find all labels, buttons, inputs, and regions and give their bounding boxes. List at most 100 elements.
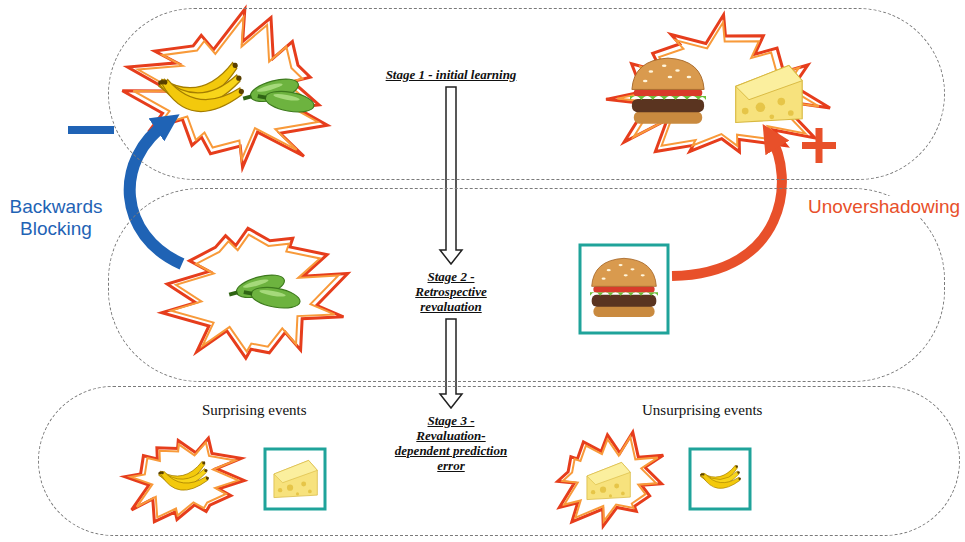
burger-picture — [675, 69, 680, 71]
cheese-picture — [587, 462, 630, 499]
pepper-picture — [264, 88, 316, 115]
banana-picture — [238, 88, 244, 94]
banana-picture — [204, 469, 207, 472]
cheese-picture — [600, 487, 606, 493]
cheese-picture — [274, 460, 317, 482]
explosion-burst — [162, 228, 348, 358]
group-label: Unsurprising events — [640, 401, 764, 419]
burger-picture — [662, 64, 667, 66]
explosion-burst — [606, 15, 830, 152]
flow-arrow — [440, 87, 462, 264]
plus-sign — [802, 128, 836, 163]
pepper-picture — [273, 93, 300, 102]
banana-picture — [162, 80, 167, 85]
burger-picture — [590, 292, 658, 295]
burger-picture — [643, 80, 648, 82]
stage-band: Stage 3 - Revaluation-dependent predicti… — [38, 386, 960, 536]
cheese-picture — [736, 66, 803, 100]
pepper-picture — [250, 284, 302, 311]
explosion-burst — [606, 15, 830, 152]
cheese-picture — [742, 108, 749, 115]
group-label-box: Surprising events — [200, 401, 340, 419]
teal-frame — [265, 449, 325, 509]
explosion-burst — [563, 437, 658, 521]
cheese-picture — [621, 492, 625, 496]
burger-picture — [624, 274, 628, 276]
explosion-burst — [133, 17, 318, 160]
explosion-burst — [558, 432, 664, 526]
group-label: Surprising events — [200, 401, 309, 419]
effect-label: Unovershadowing — [806, 196, 962, 218]
cheese-picture — [278, 488, 282, 492]
burger-picture — [649, 70, 654, 72]
cheese-picture — [736, 66, 803, 123]
cheese-picture — [736, 66, 803, 123]
cheese-picture — [788, 110, 794, 116]
pepper-picture — [241, 75, 316, 116]
stage-heading: Stage 3 - Revaluation-dependent predicti… — [392, 413, 510, 473]
banana-picture — [159, 75, 243, 119]
banana-picture — [699, 465, 741, 492]
banana-picture — [159, 75, 245, 119]
cheese-picture — [274, 460, 317, 497]
pepper-picture — [242, 283, 301, 312]
stage-heading: Stage 2 - Retrospective revaluation — [395, 269, 507, 314]
burger-picture — [602, 278, 606, 280]
burger-picture — [632, 99, 704, 112]
cheese-picture — [587, 462, 630, 499]
minus-sign — [68, 126, 114, 134]
teal-frame — [580, 245, 668, 333]
stage-band: Stage 1 - initial learning — [108, 8, 945, 180]
burger-picture — [641, 274, 645, 276]
banana-picture — [700, 471, 741, 492]
burger-picture — [593, 306, 654, 317]
cheese-picture — [769, 114, 774, 119]
burger-picture — [592, 295, 657, 307]
banana-picture — [702, 473, 705, 476]
effect-label: Backwards Blocking — [2, 196, 110, 240]
group-label-box: Unsurprising events — [640, 401, 790, 419]
backwards-blocking-arrow — [130, 122, 182, 264]
unovershadowing-arrow — [672, 136, 782, 276]
pepper-picture — [257, 94, 266, 99]
cheese-picture — [308, 490, 312, 494]
explosion-burst — [162, 228, 348, 358]
explosion-burst — [125, 438, 244, 521]
burger-picture — [593, 286, 654, 292]
cheese-picture — [778, 98, 786, 106]
pepper-picture — [259, 289, 286, 298]
burger-picture — [632, 58, 704, 89]
burger-picture — [630, 96, 706, 100]
cheese-picture — [301, 481, 306, 486]
flow-arrow — [440, 319, 462, 408]
explosion-burst — [617, 23, 819, 146]
pepper-picture — [256, 87, 315, 116]
banana-picture — [737, 471, 740, 474]
burger-picture — [630, 268, 634, 270]
effect-label-box: Backwards Blocking — [2, 196, 110, 240]
burger-picture — [592, 258, 657, 286]
stage-heading: Stage 1 - initial learning — [363, 67, 539, 82]
banana-picture — [206, 477, 210, 481]
explosion-burst — [131, 442, 238, 517]
explosion-burst — [558, 432, 664, 526]
banana-picture — [232, 62, 238, 68]
banana-picture — [738, 477, 741, 480]
pepper-picture — [243, 95, 252, 101]
banana-picture — [157, 62, 245, 119]
cheese-picture — [296, 492, 299, 495]
pepper-picture — [229, 291, 238, 297]
burger-picture — [634, 111, 702, 123]
burger-picture — [590, 258, 658, 317]
cheese-picture — [609, 494, 612, 497]
explosion-burst — [171, 235, 338, 352]
pepper-picture — [243, 290, 252, 295]
explosion-burst — [122, 9, 327, 167]
banana-picture — [161, 471, 164, 474]
banana-picture — [735, 465, 738, 468]
banana-picture — [701, 471, 741, 492]
effect-label-box: Unovershadowing — [806, 196, 962, 218]
cheese-picture — [287, 485, 293, 491]
explosion-burst — [122, 9, 327, 167]
